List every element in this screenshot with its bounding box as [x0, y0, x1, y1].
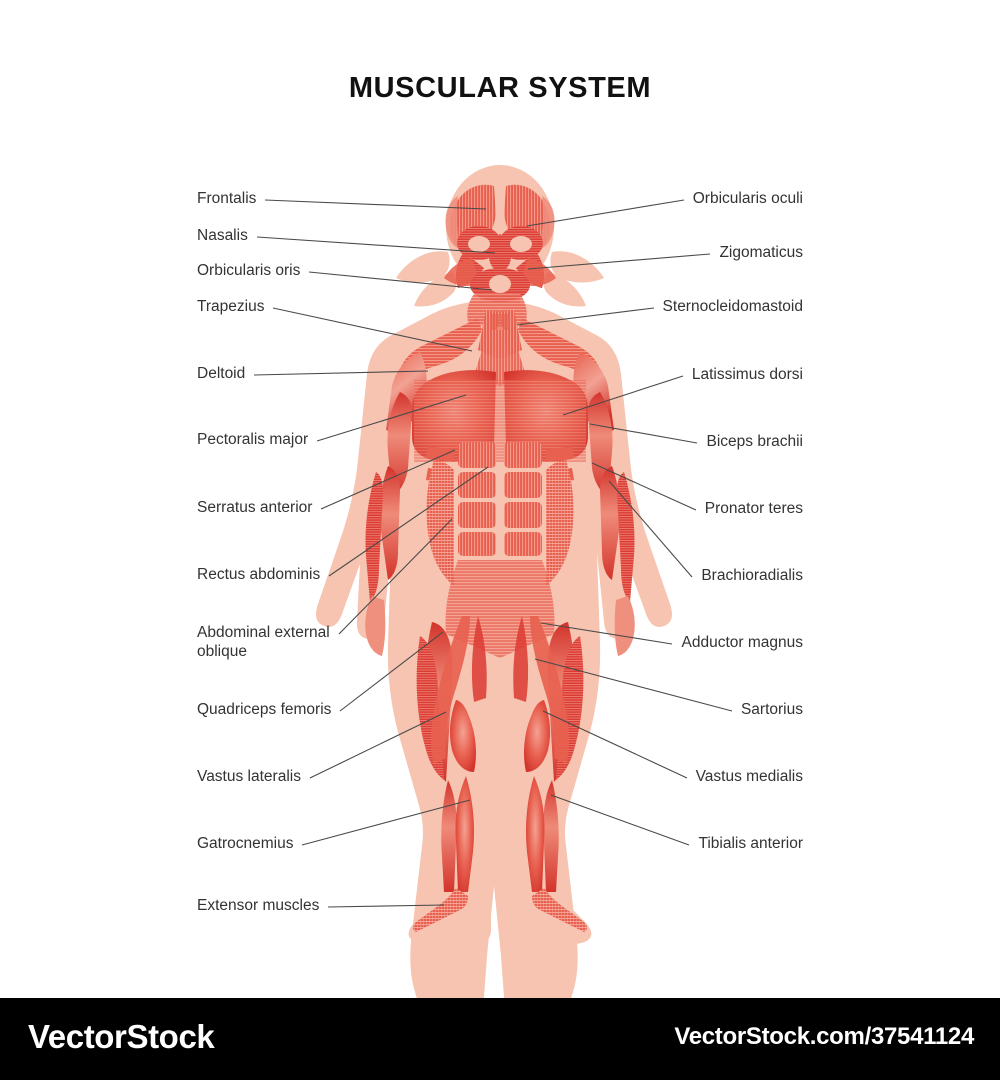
muscle-gastrocnemius-right — [526, 776, 545, 892]
vectorstock-url: VectorStock.com/37541124 — [674, 1023, 974, 1050]
abs-right-column — [504, 442, 542, 556]
label-adductor-magnus: Adductor magnus — [681, 634, 804, 651]
muscle-extensor-left — [413, 888, 468, 932]
muscle-extensor-right — [532, 888, 587, 932]
label-abdominal-external-oblique: Abdominal external oblique — [197, 624, 330, 660]
label-orbicularis-oculi: Orbicularis oculi — [692, 190, 803, 207]
label-rectus-abdominis: Rectus abdominis — [197, 566, 321, 583]
label-sartorius: Sartorius — [740, 701, 803, 718]
label-gatrocnemius: Gatrocnemius — [197, 835, 294, 852]
label-vastus-lateralis: Vastus lateralis — [197, 768, 301, 785]
label-brachioradialis: Brachioradialis — [701, 567, 803, 584]
label-serratus-anterior: Serratus anterior — [197, 499, 313, 516]
label-zigomaticus: Zigomaticus — [719, 244, 803, 261]
label-pectoralis-major: Pectoralis major — [197, 431, 309, 448]
label-latissimus-dorsi: Latissimus dorsi — [691, 366, 803, 383]
label-tibialis-anterior: Tibialis anterior — [698, 835, 803, 852]
label-sternocleidomastoid: Sternocleidomastoid — [662, 298, 803, 315]
muscle-vastus-medialis-left — [449, 700, 476, 772]
label-nasalis: Nasalis — [197, 227, 248, 244]
label-extensor-muscles: Extensor muscles — [197, 897, 320, 914]
foot-extensor-muscles — [413, 888, 587, 932]
label-trapezius: Trapezius — [197, 298, 265, 315]
muscle-external-oblique-right — [546, 460, 574, 586]
label-pronator-teres: Pronator teres — [704, 500, 803, 517]
muscle-adductor-magnus-left — [471, 616, 487, 702]
label-frontalis: Frontalis — [197, 190, 257, 207]
page-title: MUSCULAR SYSTEM — [348, 72, 652, 104]
watermark-footer: VectorStock VectorStock.com/37541124 — [0, 998, 1000, 1080]
vectorstock-logo: VectorStock — [28, 1018, 215, 1055]
muscle-adductor-magnus-right — [513, 616, 529, 702]
label-biceps-brachii: Biceps brachii — [706, 433, 804, 450]
label-vastus-medialis: Vastus medialis — [695, 768, 803, 785]
label-orbicularis-oris: Orbicularis oris — [197, 262, 301, 279]
label-deltoid: Deltoid — [197, 365, 246, 382]
label-quadriceps-femoris: Quadriceps femoris — [197, 701, 332, 718]
